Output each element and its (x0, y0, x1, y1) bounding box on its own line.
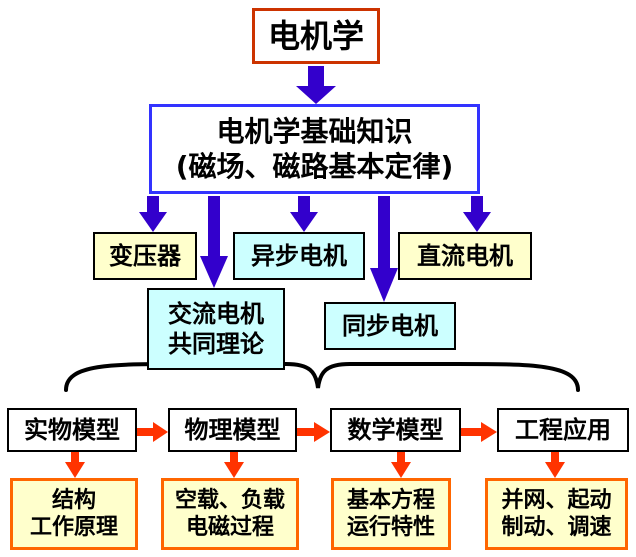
arrow-model-1-down (65, 452, 85, 478)
transformer-label: 变压器 (109, 242, 181, 270)
transformer-box: 变压器 (93, 232, 197, 280)
detail-line-1: 基本方程 (346, 487, 435, 513)
arrow-model-3-to-4 (461, 422, 497, 442)
arrow-to-ac-theory (200, 196, 228, 288)
arrow-model-4-down (545, 452, 565, 478)
grid-start-control-box: 并网、起动 制动、调速 (485, 478, 628, 550)
dc-machine-box: 直流电机 (398, 232, 532, 280)
dc-machine-label: 直流电机 (417, 242, 513, 270)
ac-theory-line-2: 共同理论 (168, 330, 264, 358)
engineering-application-box: 工程应用 (497, 408, 629, 452)
math-model-box: 数学模型 (330, 408, 461, 452)
detail-line-2: 运行特性 (346, 515, 435, 540)
load-process-box: 空载、负载 电磁过程 (161, 478, 299, 550)
ac-theory-box: 交流电机 共同理论 (147, 288, 285, 370)
title-text: 电机学 (267, 17, 364, 55)
equations-characteristics-box: 基本方程 运行特性 (331, 478, 451, 550)
detail-line-1: 并网、起动 (501, 487, 612, 513)
physics-model-box: 物理模型 (168, 408, 297, 452)
grouping-brace (64, 362, 580, 392)
arrow-model-2-to-3 (297, 422, 330, 442)
arrow-to-async (290, 196, 318, 232)
arrow-title-to-knowledge (296, 66, 336, 104)
detail-line-2: 电磁过程 (185, 515, 274, 540)
knowledge-line-1: 电机学基础知识 (216, 115, 413, 148)
detail-line-2: 制动、调速 (501, 515, 612, 540)
async-machine-label: 异步电机 (251, 242, 347, 270)
structure-principle-box: 结构 工作原理 (10, 478, 138, 550)
model-label: 工程应用 (515, 416, 611, 444)
title-box: 电机学 (252, 8, 380, 64)
ac-theory-line-1: 交流电机 (168, 300, 264, 328)
arrow-to-transformer (139, 196, 167, 232)
arrow-model-3-down (391, 452, 411, 478)
model-label: 数学模型 (347, 416, 444, 444)
arrow-model-1-to-2 (137, 422, 168, 442)
arrow-to-sync (370, 196, 398, 302)
async-machine-box: 异步电机 (233, 232, 365, 280)
sync-machine-box: 同步电机 (324, 302, 456, 350)
arrow-model-2-down (224, 452, 244, 478)
knowledge-line-2: (磁场、磁路基本定律) (175, 150, 454, 183)
sync-machine-label: 同步电机 (342, 312, 438, 340)
detail-line-1: 结构 (51, 487, 96, 513)
basic-knowledge-box: 电机学基础知识 (磁场、磁路基本定律) (149, 104, 480, 194)
detail-line-1: 空载、负载 (174, 487, 285, 513)
detail-line-2: 工作原理 (29, 515, 118, 540)
model-label: 物理模型 (184, 416, 281, 444)
physical-model-box: 实物模型 (7, 408, 137, 452)
arrow-to-dc (463, 196, 491, 232)
model-label: 实物模型 (24, 416, 120, 444)
